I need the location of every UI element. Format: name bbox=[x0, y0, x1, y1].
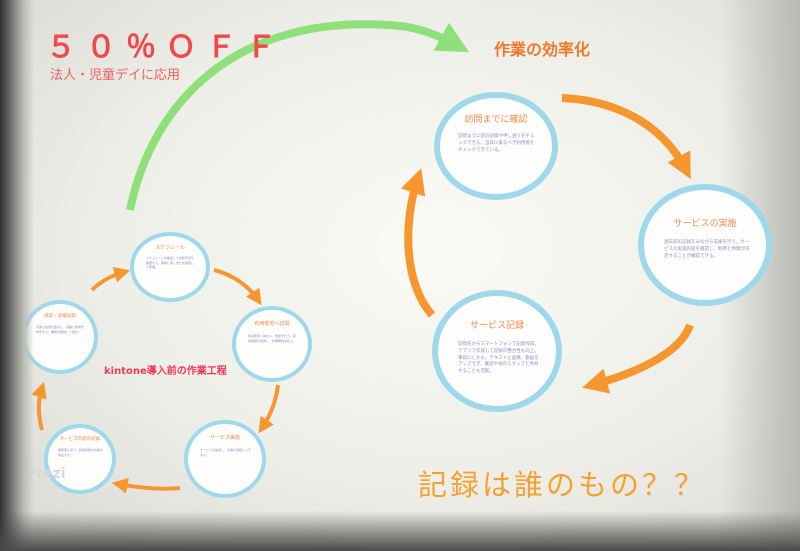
circle-body: 利用者宅へ向かい、支援を行う。記録用紙を持参し、訪問時間を記入。 bbox=[248, 334, 297, 343]
discount-title: ５０％ＯＦＦ bbox=[46, 30, 286, 65]
circle-body: 過去前の記録をみながら支援を行う。サービスの実施内容を確認し、利用と時間が決定す… bbox=[664, 240, 750, 259]
after-circle-service-record: サービス記録 訪問先からスマートフォンで記録作成。アプリで作成して記録の整合性も… bbox=[432, 290, 562, 412]
circle-body: サービスを実施し、内容を用紙にメモする。 bbox=[200, 448, 252, 457]
closing-question: 記録は誰のもの？？ bbox=[418, 468, 707, 502]
prezi-wordmark: Prezi bbox=[26, 466, 66, 482]
left-arrow-4 bbox=[31, 381, 47, 431]
left-arrow-3 bbox=[111, 477, 181, 494]
circle-title: サービスの実施 bbox=[673, 219, 737, 229]
circle-body: 事務所に戻り、記録用紙の内容を転記する。 bbox=[58, 448, 103, 457]
circle-body: 月末に記録を集計し、実績と請求を作成する。書類を確認して送付。 bbox=[36, 325, 85, 334]
screen-vignette-bottom bbox=[0, 511, 800, 551]
left-arrow-5 bbox=[90, 266, 131, 292]
circle-body: 訪問先からスマートフォンで記録作成。アプリで作成して記録の整合性も向上。事前にし… bbox=[458, 342, 539, 374]
before-circle-service-record: サービス内容の記録 事務所に戻り、記録用紙の内容を転記する。 bbox=[44, 424, 116, 494]
before-circle-schedule: スケジュール スケジュールを確認して訪問予定を確認する。事前に申し送りを確認して… bbox=[130, 232, 210, 302]
circle-title: 訪問までに確認 bbox=[464, 115, 528, 125]
left-arrow-2 bbox=[258, 384, 280, 434]
efficiency-title: 作業の効率化 bbox=[494, 40, 591, 59]
circle-body: 訪問までに前の記録や申し送りをチェックできる。当日に来るべき利用者をチェックでき… bbox=[458, 134, 535, 153]
left-arrow-1 bbox=[213, 268, 262, 306]
application-subtitle: 法人・児童デイに応用 bbox=[50, 68, 181, 83]
before-process-label: kintone導入前の作業工程 bbox=[104, 366, 227, 377]
circle-title: サービス内容の記録 bbox=[59, 437, 101, 442]
right-arrow-1 bbox=[561, 94, 691, 180]
after-circle-visit-check: 訪問までに確認 訪問までに前の記録や申し送りをチェックできる。当日に来るべき利用… bbox=[434, 92, 558, 200]
screen-vignette-left bbox=[0, 0, 34, 551]
circle-title: 請求・実績記録 bbox=[44, 314, 76, 319]
before-circle-service-delivery: サービス実施 サービスを実施し、内容を用紙にメモする。 bbox=[184, 420, 266, 498]
circle-title: サービス実施 bbox=[209, 435, 240, 441]
circle-body: スケジュールを確認して訪問予定を確認する。事前に申し送りを確認して準備。 bbox=[146, 256, 195, 269]
after-circle-service-delivery: サービスの実施 過去前の記録をみながら支援を行う。サービスの実施内容を確認し、利… bbox=[638, 184, 772, 306]
circle-title: サービス記録 bbox=[469, 321, 524, 331]
right-arrow-3 bbox=[400, 168, 436, 318]
green-arrow bbox=[126, 20, 470, 211]
circle-title: スケジュール bbox=[155, 245, 185, 251]
circle-title: 利用者宅へ訪問 bbox=[254, 321, 290, 327]
right-arrow-2 bbox=[582, 323, 694, 394]
before-circle-home-visit: 利用者宅へ訪問 利用者宅へ向かい、支援を行う。記録用紙を持参し、訪問時間を記入。 bbox=[232, 306, 312, 382]
